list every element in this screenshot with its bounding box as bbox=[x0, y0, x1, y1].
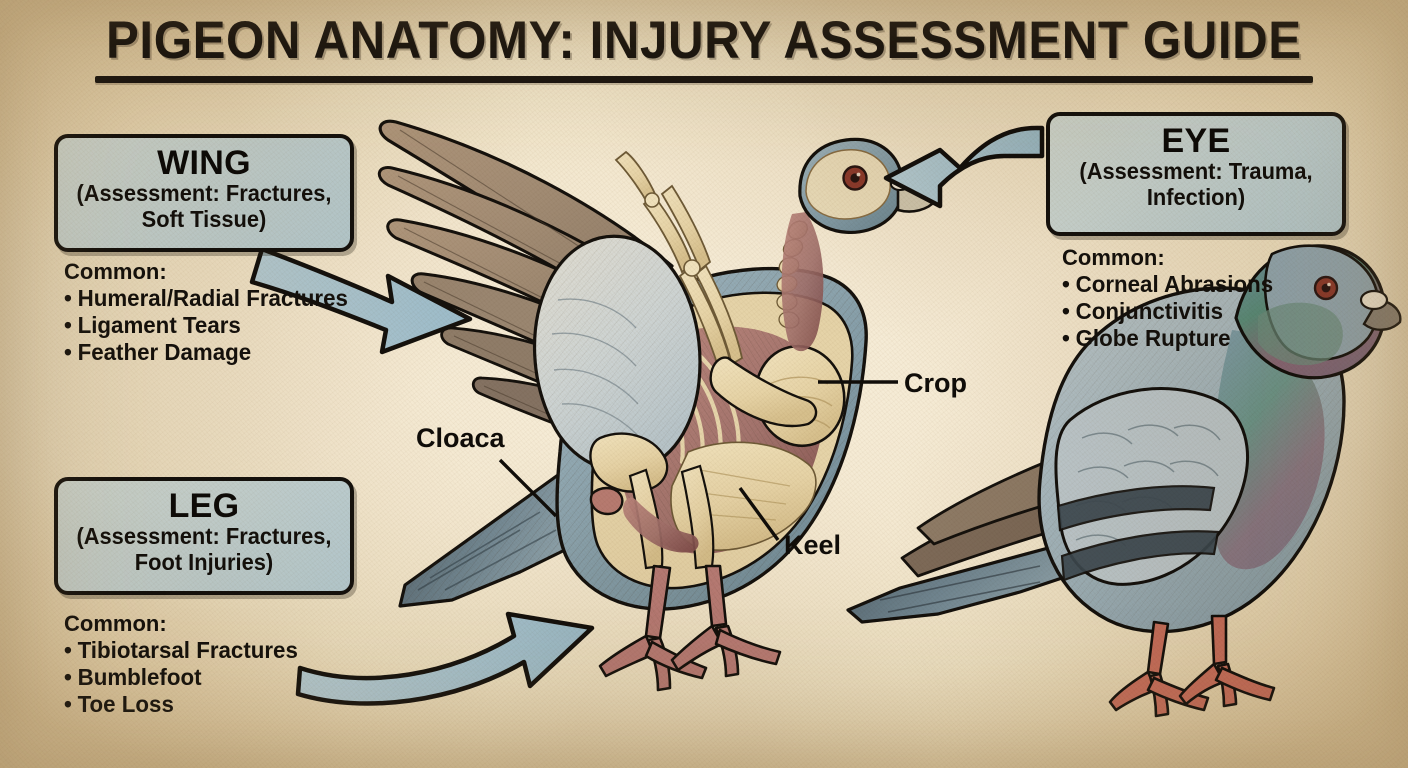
cloaca-leader bbox=[498, 458, 558, 518]
callout-arrows bbox=[249, 125, 1045, 706]
list-item: •Feather Damage bbox=[64, 338, 252, 365]
eye-arrow bbox=[883, 125, 1045, 209]
list-item: •Globe Rupture bbox=[1062, 324, 1231, 351]
list-item: •Humeral/Radial Fractures bbox=[64, 284, 348, 311]
leader-lines bbox=[498, 380, 898, 542]
callout-box-wing[interactable]: WING (Assessment: Fractures, Soft Tissue… bbox=[54, 134, 354, 252]
common-header-wing: Common: bbox=[64, 259, 167, 284]
keel-leader bbox=[738, 486, 780, 542]
page-title: PIGEON ANATOMY: INJURY ASSESSMENT GUIDE bbox=[106, 11, 1302, 70]
cutaway-pigeon-figure bbox=[377, 119, 938, 692]
callout-subtitle-eye-line2: Infection) bbox=[1146, 184, 1246, 211]
callout-title-eye: EYE bbox=[1161, 122, 1231, 160]
common-header-leg: Common: bbox=[64, 611, 167, 636]
list-item: •Corneal Abrasions bbox=[1062, 270, 1274, 297]
callout-subtitle-wing-line2: Soft Tissue) bbox=[141, 206, 267, 233]
callout-title-wing: WING bbox=[157, 144, 251, 182]
list-item: •Ligament Tears bbox=[64, 311, 241, 338]
callout-subtitle-eye-line1: (Assessment: Trauma, bbox=[1079, 158, 1313, 185]
callout-subtitle-leg-line2: Foot Injuries) bbox=[134, 549, 274, 576]
callout-title-leg: LEG bbox=[168, 487, 240, 525]
common-header-eye: Common: bbox=[1062, 245, 1165, 270]
leg-arrow bbox=[295, 611, 595, 706]
anatomy-label-crop: Crop bbox=[904, 368, 967, 398]
list-item: •Tibiotarsal Fractures bbox=[64, 636, 298, 663]
list-item: •Conjunctivitis bbox=[1062, 297, 1224, 324]
anatomy-label-keel: Keel bbox=[784, 530, 842, 560]
common-list-eye: Common: •Corneal Abrasions •Conjunctivit… bbox=[1062, 245, 1280, 351]
callout-subtitle-wing-line1: (Assessment: Fractures, bbox=[76, 180, 332, 207]
list-item: •Bumblefoot bbox=[64, 663, 202, 690]
title-underline-rule bbox=[95, 76, 1313, 83]
title-block: PIGEON ANATOMY: INJURY ASSESSMENT GUIDE bbox=[0, 14, 1408, 67]
common-list-wing: Common: •Humeral/Radial Fractures •Ligam… bbox=[64, 259, 357, 365]
list-item: •Toe Loss bbox=[64, 690, 174, 717]
callout-box-leg[interactable]: LEG (Assessment: Fractures, Foot Injurie… bbox=[54, 477, 354, 595]
common-list-leg: Common: •Tibiotarsal Fractures •Bumblefo… bbox=[64, 611, 305, 717]
callout-subtitle-leg-line1: (Assessment: Fractures, bbox=[76, 523, 332, 550]
callout-box-eye[interactable]: EYE (Assessment: Trauma, Infection) bbox=[1046, 112, 1346, 236]
anatomy-label-cloaca: Cloaca bbox=[416, 423, 505, 453]
